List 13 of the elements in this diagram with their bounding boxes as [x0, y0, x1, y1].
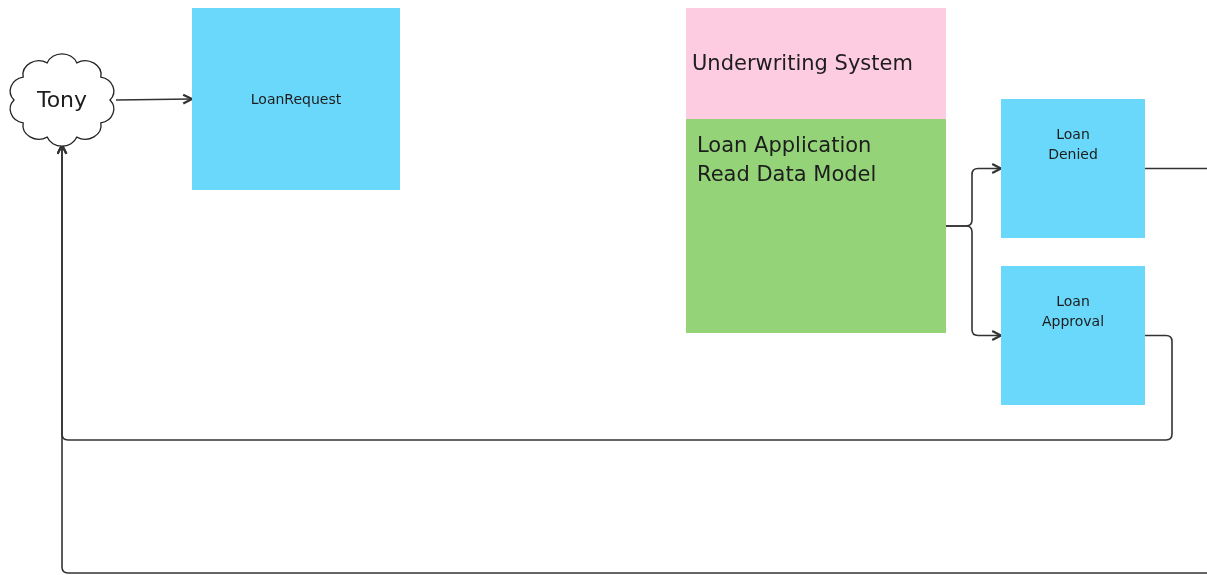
sticky-note	[1001, 266, 1145, 405]
node-label: Loan Approval	[1040, 292, 1106, 331]
node-label: LoanRequest	[250, 90, 342, 109]
arrow	[115, 93, 194, 105]
sticky-note	[192, 8, 400, 190]
model-box	[686, 119, 946, 333]
node-label: Underwriting System	[692, 49, 913, 77]
sticky-note	[1001, 99, 1145, 238]
arrow	[945, 225, 1003, 341]
node-label: Tony	[36, 85, 88, 114]
node-label: Loan Application Read Data Model	[697, 132, 878, 189]
header-box	[686, 8, 946, 119]
node-label: Loan Denied	[1047, 125, 1099, 164]
